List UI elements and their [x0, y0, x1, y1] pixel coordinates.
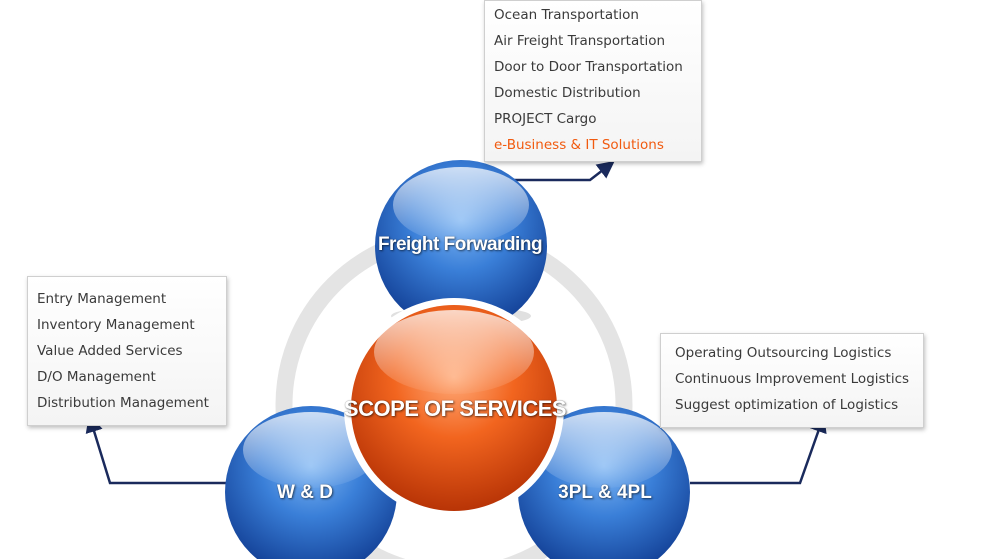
wd-services-box: Entry Management Inventory Management Va…: [27, 276, 227, 426]
scope-of-services-node[interactable]: [344, 298, 564, 518]
freight-service-item-highlighted[interactable]: e-Business & IT Solutions: [494, 137, 664, 153]
freight-service-item[interactable]: Domestic Distribution: [494, 85, 641, 101]
freight-services-box: Ocean Transportation Air Freight Transpo…: [484, 0, 702, 162]
tpl-service-item[interactable]: Continuous Improvement Logistics: [675, 371, 910, 387]
wd-service-item[interactable]: Inventory Management: [37, 317, 195, 333]
freight-service-item[interactable]: Ocean Transportation: [494, 7, 639, 23]
freight-service-item[interactable]: Door to Door Transportation: [494, 59, 683, 75]
tpl-node[interactable]: [518, 406, 690, 559]
freight-forwarding-label: Freight Forwarding: [377, 234, 543, 255]
scope-of-services-label: SCOPE OF SERVICES: [343, 396, 567, 421]
tpl-service-item[interactable]: Operating Outsourcing Logistics: [675, 345, 892, 361]
wd-service-item[interactable]: Value Added Services: [37, 343, 183, 359]
freight-service-item[interactable]: Air Freight Transportation: [494, 33, 666, 49]
connector-wd: [85, 414, 233, 485]
wd-service-item[interactable]: Distribution Management: [37, 395, 209, 411]
connector-freight: [500, 160, 615, 182]
wd-label: W & D: [277, 482, 333, 503]
wd-service-item[interactable]: D/O Management: [37, 369, 156, 385]
freight-service-item[interactable]: PROJECT Cargo: [494, 111, 597, 127]
wd-service-item[interactable]: Entry Management: [37, 291, 167, 307]
tpl-services-box: Operating Outsourcing Logistics Continuo…: [660, 333, 924, 428]
tpl-label: 3PL & 4PL: [558, 482, 652, 503]
connector-3pl: [690, 414, 827, 485]
tpl-service-item[interactable]: Suggest optimization of Logistics: [675, 397, 899, 413]
